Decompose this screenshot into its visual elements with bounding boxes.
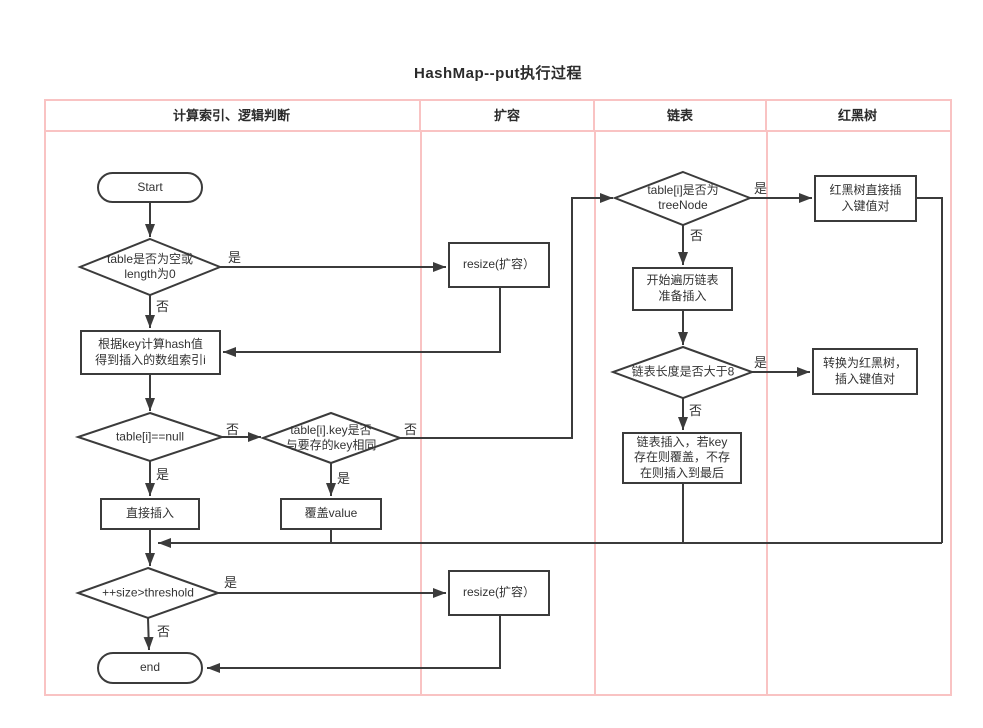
label-check-empty: table是否为空或 length为0	[106, 252, 194, 281]
label-check-null: table[i]==null	[115, 429, 185, 444]
branch-label-yes: 是	[337, 471, 351, 486]
branch-label-yes: 是	[754, 181, 768, 196]
branch-label-yes: 是	[156, 467, 170, 482]
node-resize-bottom: resize(扩容）	[448, 570, 550, 616]
lane-header-index-logic: 计算索引、逻辑判断	[44, 99, 421, 130]
node-calc-hash: 根据key计算hash值 得到插入的数组索引i	[80, 330, 221, 375]
node-traverse-list: 开始遍历链表 准备插入	[632, 267, 733, 311]
lane-header-linkedlist: 链表	[595, 99, 767, 130]
branch-label-yes: 是	[754, 355, 768, 370]
branch-label-no: 否	[689, 403, 703, 418]
branch-label-yes: 是	[224, 575, 238, 590]
branch-label-no: 否	[157, 624, 171, 639]
lane-divider-3	[766, 132, 768, 696]
node-list-insert: 链表插入，若key 存在则覆盖，不存 在则插入到最后	[622, 432, 742, 484]
branch-label-yes: 是	[228, 250, 242, 265]
node-overwrite-value: 覆盖value	[280, 498, 382, 530]
label-check-length: 链表长度是否大于8	[631, 364, 735, 379]
node-convert-rbt: 转换为红黑树， 插入键值对	[812, 348, 918, 395]
swimlane-header-row: 计算索引、逻辑判断 扩容 链表 红黑树	[44, 99, 952, 132]
branch-label-no: 否	[226, 422, 240, 437]
branch-label-no: 否	[156, 299, 170, 314]
branch-label-no: 否	[690, 228, 704, 243]
lane-divider-1	[420, 132, 422, 696]
lane-header-resize: 扩容	[421, 99, 595, 130]
lane-divider-2	[594, 132, 596, 696]
node-rbt-insert: 红黑树直接插 入键值对	[814, 175, 917, 222]
node-resize-top: resize(扩容）	[448, 242, 550, 288]
lane-header-rbtree: 红黑树	[837, 108, 877, 123]
node-direct-insert: 直接插入	[100, 498, 200, 530]
branch-label-no: 否	[404, 422, 418, 437]
node-end: end	[97, 652, 203, 684]
label-check-threshold: ++size>threshold	[102, 585, 194, 600]
node-start: Start	[97, 172, 203, 203]
swimlane-frame	[44, 99, 952, 696]
label-check-same-key: table[i].key是否 与要存的key相同	[285, 423, 377, 452]
diagram-title: HashMap--put执行过程	[414, 65, 582, 82]
label-check-treenode: table[i]是否为 treeNode	[647, 183, 719, 212]
